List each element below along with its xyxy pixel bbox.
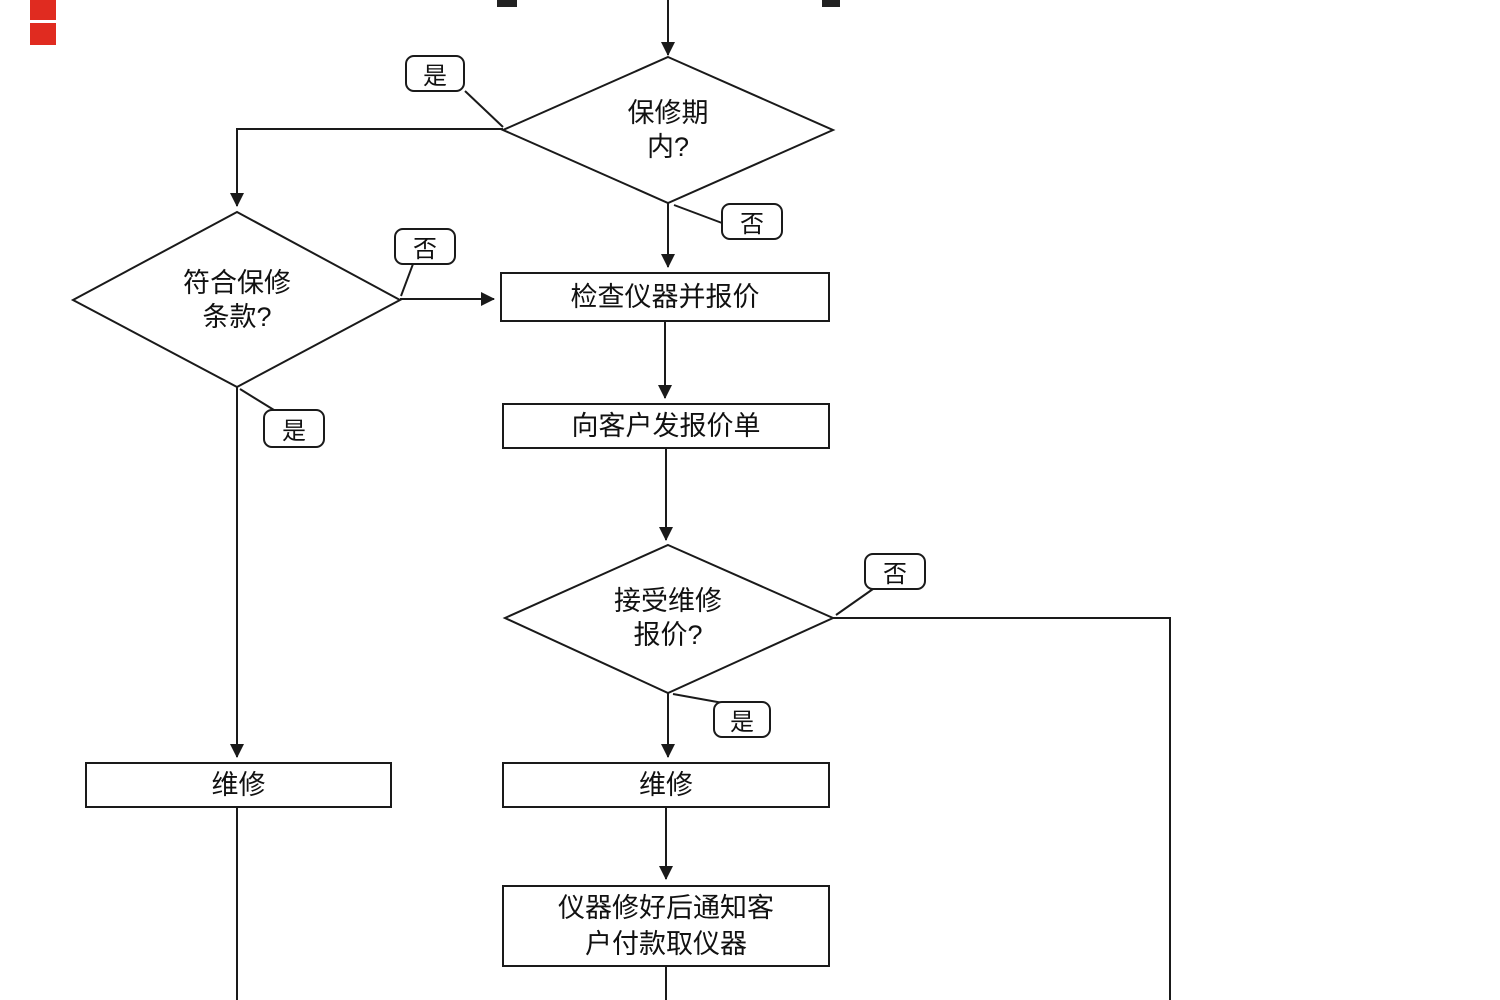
connector-accept-no	[833, 617, 1171, 1000]
tail-accept-no	[835, 588, 874, 616]
process-label: 维修	[639, 770, 693, 800]
tail-warranty-no	[673, 204, 723, 224]
decision-accept-quote-shape	[502, 543, 836, 695]
red-marker-bottom	[30, 23, 56, 45]
decision-warranty-period-shape	[500, 55, 836, 205]
process-repair-left: 维修	[85, 762, 392, 808]
tail-terms-yes	[239, 388, 275, 411]
branch-label-text: 否	[740, 211, 764, 238]
process-notify-payment-pickup: 仪器修好后通知客 户付款取仪器	[502, 885, 830, 967]
branch-label-text: 是	[282, 418, 306, 445]
crop-artifact-left	[497, 0, 517, 7]
branch-label-terms-no: 否	[394, 228, 456, 265]
branch-label-accept-yes: 是	[713, 701, 771, 738]
process-check-instrument-quote: 检查仪器并报价	[500, 272, 830, 322]
red-marker-top	[30, 0, 56, 20]
connector-warranty-yes	[230, 128, 503, 207]
branch-label-text: 否	[883, 561, 907, 588]
tail-warranty-yes	[464, 90, 504, 128]
branch-label-warranty-no: 否	[721, 203, 783, 240]
branch-label-terms-yes: 是	[263, 409, 325, 448]
crop-artifact-right	[822, 0, 840, 7]
process-label: 向客户发报价单	[571, 411, 761, 441]
process-label-line: 仪器修好后通知客	[558, 893, 774, 923]
process-repair-center: 维修	[502, 762, 830, 808]
branch-label-accept-no: 否	[864, 553, 926, 590]
branch-label-text: 是	[730, 709, 754, 736]
process-label-line: 户付款取仪器	[585, 929, 747, 959]
process-label: 检查仪器并报价	[570, 282, 760, 312]
decision-warranty-terms-shape	[70, 210, 403, 389]
process-label: 维修	[211, 770, 266, 800]
branch-label-text: 否	[413, 236, 437, 263]
branch-label-text: 是	[423, 63, 447, 90]
branch-label-warranty-yes: 是	[405, 55, 465, 92]
tail-accept-yes	[672, 693, 724, 704]
process-send-quotation: 向客户发报价单	[502, 403, 830, 449]
tail-terms-no	[400, 263, 414, 297]
